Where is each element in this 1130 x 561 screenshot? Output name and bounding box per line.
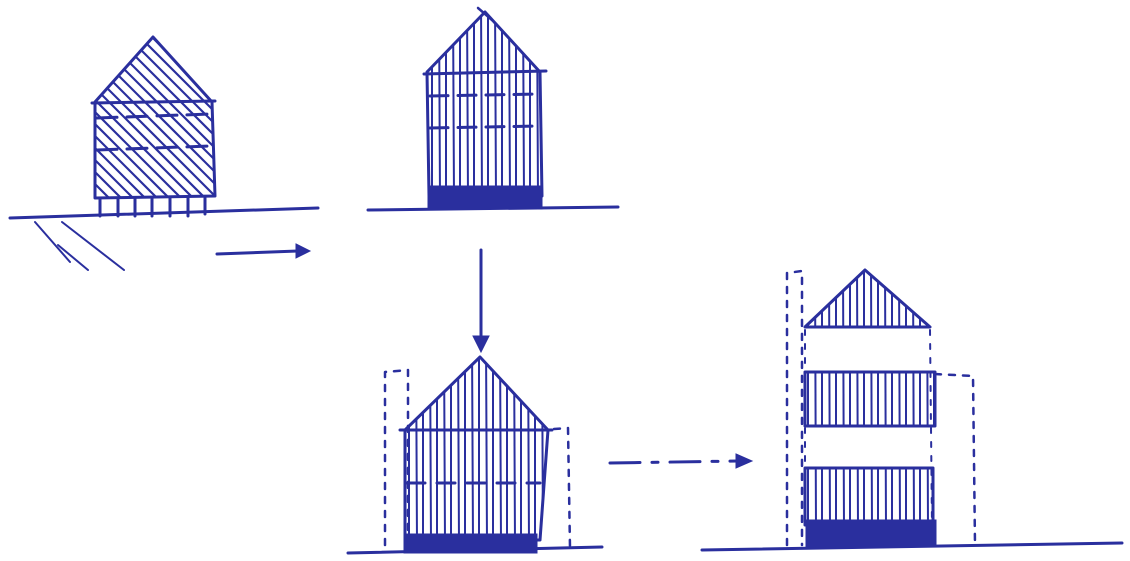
plinth <box>806 520 936 547</box>
arrow-down <box>473 250 489 352</box>
roof-band <box>805 270 930 327</box>
ground-line <box>10 208 318 218</box>
house-vertical-hatch <box>432 0 538 200</box>
plinth <box>428 186 542 209</box>
stage-vertical-clad-house <box>368 0 618 210</box>
house-outline <box>405 357 548 540</box>
floor-line <box>97 114 210 118</box>
house-vertical-hatch <box>409 340 543 545</box>
neighbour-outline-left <box>787 271 802 545</box>
stage-split-into-floor-bands <box>702 265 1122 550</box>
floor-band <box>805 372 935 426</box>
stage-stilted-house <box>10 0 318 319</box>
ground-hatch <box>35 222 124 270</box>
plinth <box>404 534 537 553</box>
arrow-right <box>217 244 310 258</box>
stage-inserted-between-neighbours <box>348 340 602 553</box>
arrow-right-dashed <box>610 454 752 468</box>
floor-line <box>430 126 540 128</box>
floor-line <box>430 94 540 96</box>
neighbour-outline-right <box>935 374 975 545</box>
eave-line <box>424 71 546 74</box>
eave-line <box>92 101 215 103</box>
